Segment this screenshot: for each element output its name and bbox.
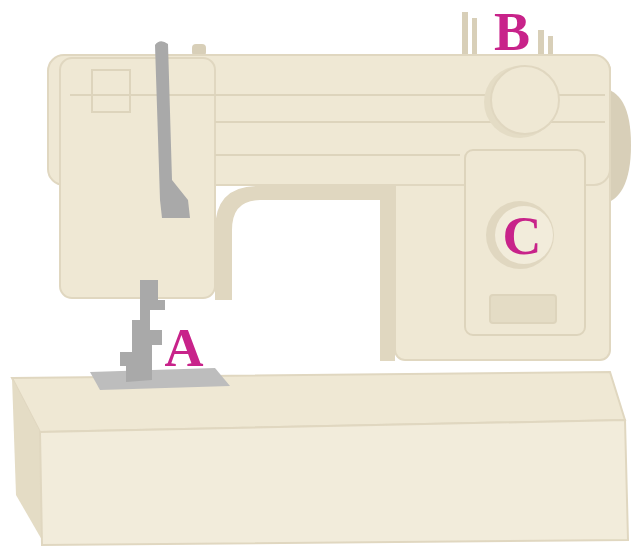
needle-plate	[90, 368, 230, 390]
presser-foot	[120, 280, 165, 382]
arm-shadow	[215, 186, 395, 300]
control-panel	[465, 150, 585, 335]
take-up-lever	[155, 41, 190, 218]
base-side	[12, 378, 42, 540]
stitch-dial-ring	[486, 201, 554, 269]
face-plate	[92, 70, 130, 112]
stitch-dial	[495, 206, 553, 264]
part-letter: C	[503, 209, 542, 263]
spool-pin	[538, 30, 544, 58]
part-letter: B	[494, 5, 530, 59]
part-letter: A	[165, 321, 204, 375]
reverse-lever	[490, 295, 556, 323]
pillar-shadow	[380, 186, 395, 361]
trim-line	[215, 154, 460, 156]
top-dial	[491, 66, 559, 134]
base-front	[40, 420, 628, 545]
spool-pin	[472, 18, 477, 58]
spool-pin	[462, 12, 468, 58]
